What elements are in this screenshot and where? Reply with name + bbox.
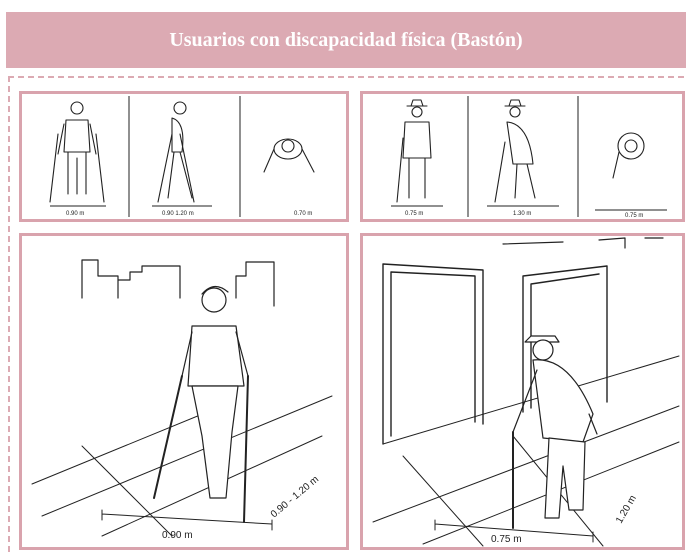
width-dimension-line — [101, 509, 273, 531]
side-width-label: 1.30 m — [513, 211, 531, 217]
panel-crutches-scene: 0.90 m 0.90 - 1.20 m — [19, 233, 349, 550]
right-crutch — [243, 375, 249, 523]
skyline-right — [235, 261, 275, 307]
floor-grid — [372, 355, 680, 547]
skyline-left — [81, 259, 181, 299]
ceiling-lines — [502, 237, 664, 249]
width-dimension-label: 0.90 m — [162, 530, 193, 541]
elderly-man-with-cane-figure — [512, 335, 598, 519]
page-title: Usuarios con discapacidad física (Bastón… — [169, 28, 523, 51]
top-width-label: 0.70 m — [294, 211, 312, 217]
panel-cane-scene: 0.75 m 1.20 m — [360, 233, 685, 550]
woman-with-crutches-figure — [181, 285, 249, 499]
title-banner: Usuarios con discapacidad física (Bastón… — [6, 12, 686, 68]
width-dimension-line — [434, 519, 594, 543]
front-width-label: 0.90 m — [66, 211, 84, 217]
crutch-user-top-figure — [263, 138, 315, 173]
dashed-frame — [8, 76, 684, 552]
panel-crutches-views: 0.90 m 0.90 1.20 m 0.70 m — [19, 91, 349, 222]
cane-user-top-figure — [612, 132, 645, 179]
floor-grid — [31, 395, 333, 537]
depth-dimension-label: 0.90 - 1.20 m — [269, 474, 321, 520]
front-width-label: 0.75 m — [405, 211, 423, 217]
cane-user-front-figure — [396, 99, 432, 203]
left-crutch — [153, 375, 183, 499]
left-doorway — [382, 263, 484, 445]
cane-user-side-figure — [494, 99, 536, 203]
crutch-user-front-figure — [49, 101, 105, 203]
side-width-label: 0.90 1.20 m — [162, 211, 194, 217]
depth-dimension-label: 1.20 m — [614, 494, 639, 526]
right-doorway — [522, 265, 608, 413]
top-width-label: 0.75 m — [625, 213, 643, 219]
panel-cane-views: 0.75 m 1.30 m 0.75 m — [360, 91, 685, 222]
width-dimension-label: 0.75 m — [491, 534, 522, 545]
crutch-user-side-figure — [157, 101, 195, 203]
